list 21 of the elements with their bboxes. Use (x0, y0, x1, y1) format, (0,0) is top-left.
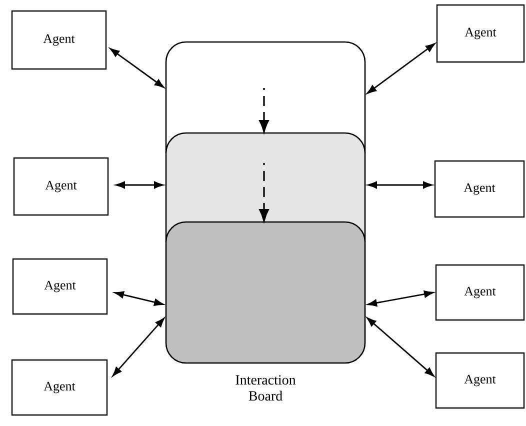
board-layer (165, 221, 366, 364)
board-layer (165, 41, 366, 133)
agent-box: Agent (435, 352, 525, 409)
arrow (112, 318, 165, 376)
arrow (366, 43, 436, 94)
arrow (368, 181, 432, 189)
agent-box: Agent (434, 160, 525, 218)
arrow (259, 163, 269, 222)
board-label: Interaction Board (236, 375, 296, 401)
agent-box: Agent (11, 10, 107, 70)
agent-box: Agent (12, 258, 108, 315)
agent-box: Agent (13, 157, 109, 216)
arrow (110, 48, 164, 88)
arrow (114, 291, 164, 306)
arrow (116, 181, 164, 189)
arrow (259, 88, 269, 132)
agent-box: Agent (436, 4, 525, 63)
agent-box: Agent (435, 264, 525, 321)
arrow (367, 290, 434, 306)
arrow (366, 317, 434, 377)
agent-box: Agent (11, 359, 108, 416)
